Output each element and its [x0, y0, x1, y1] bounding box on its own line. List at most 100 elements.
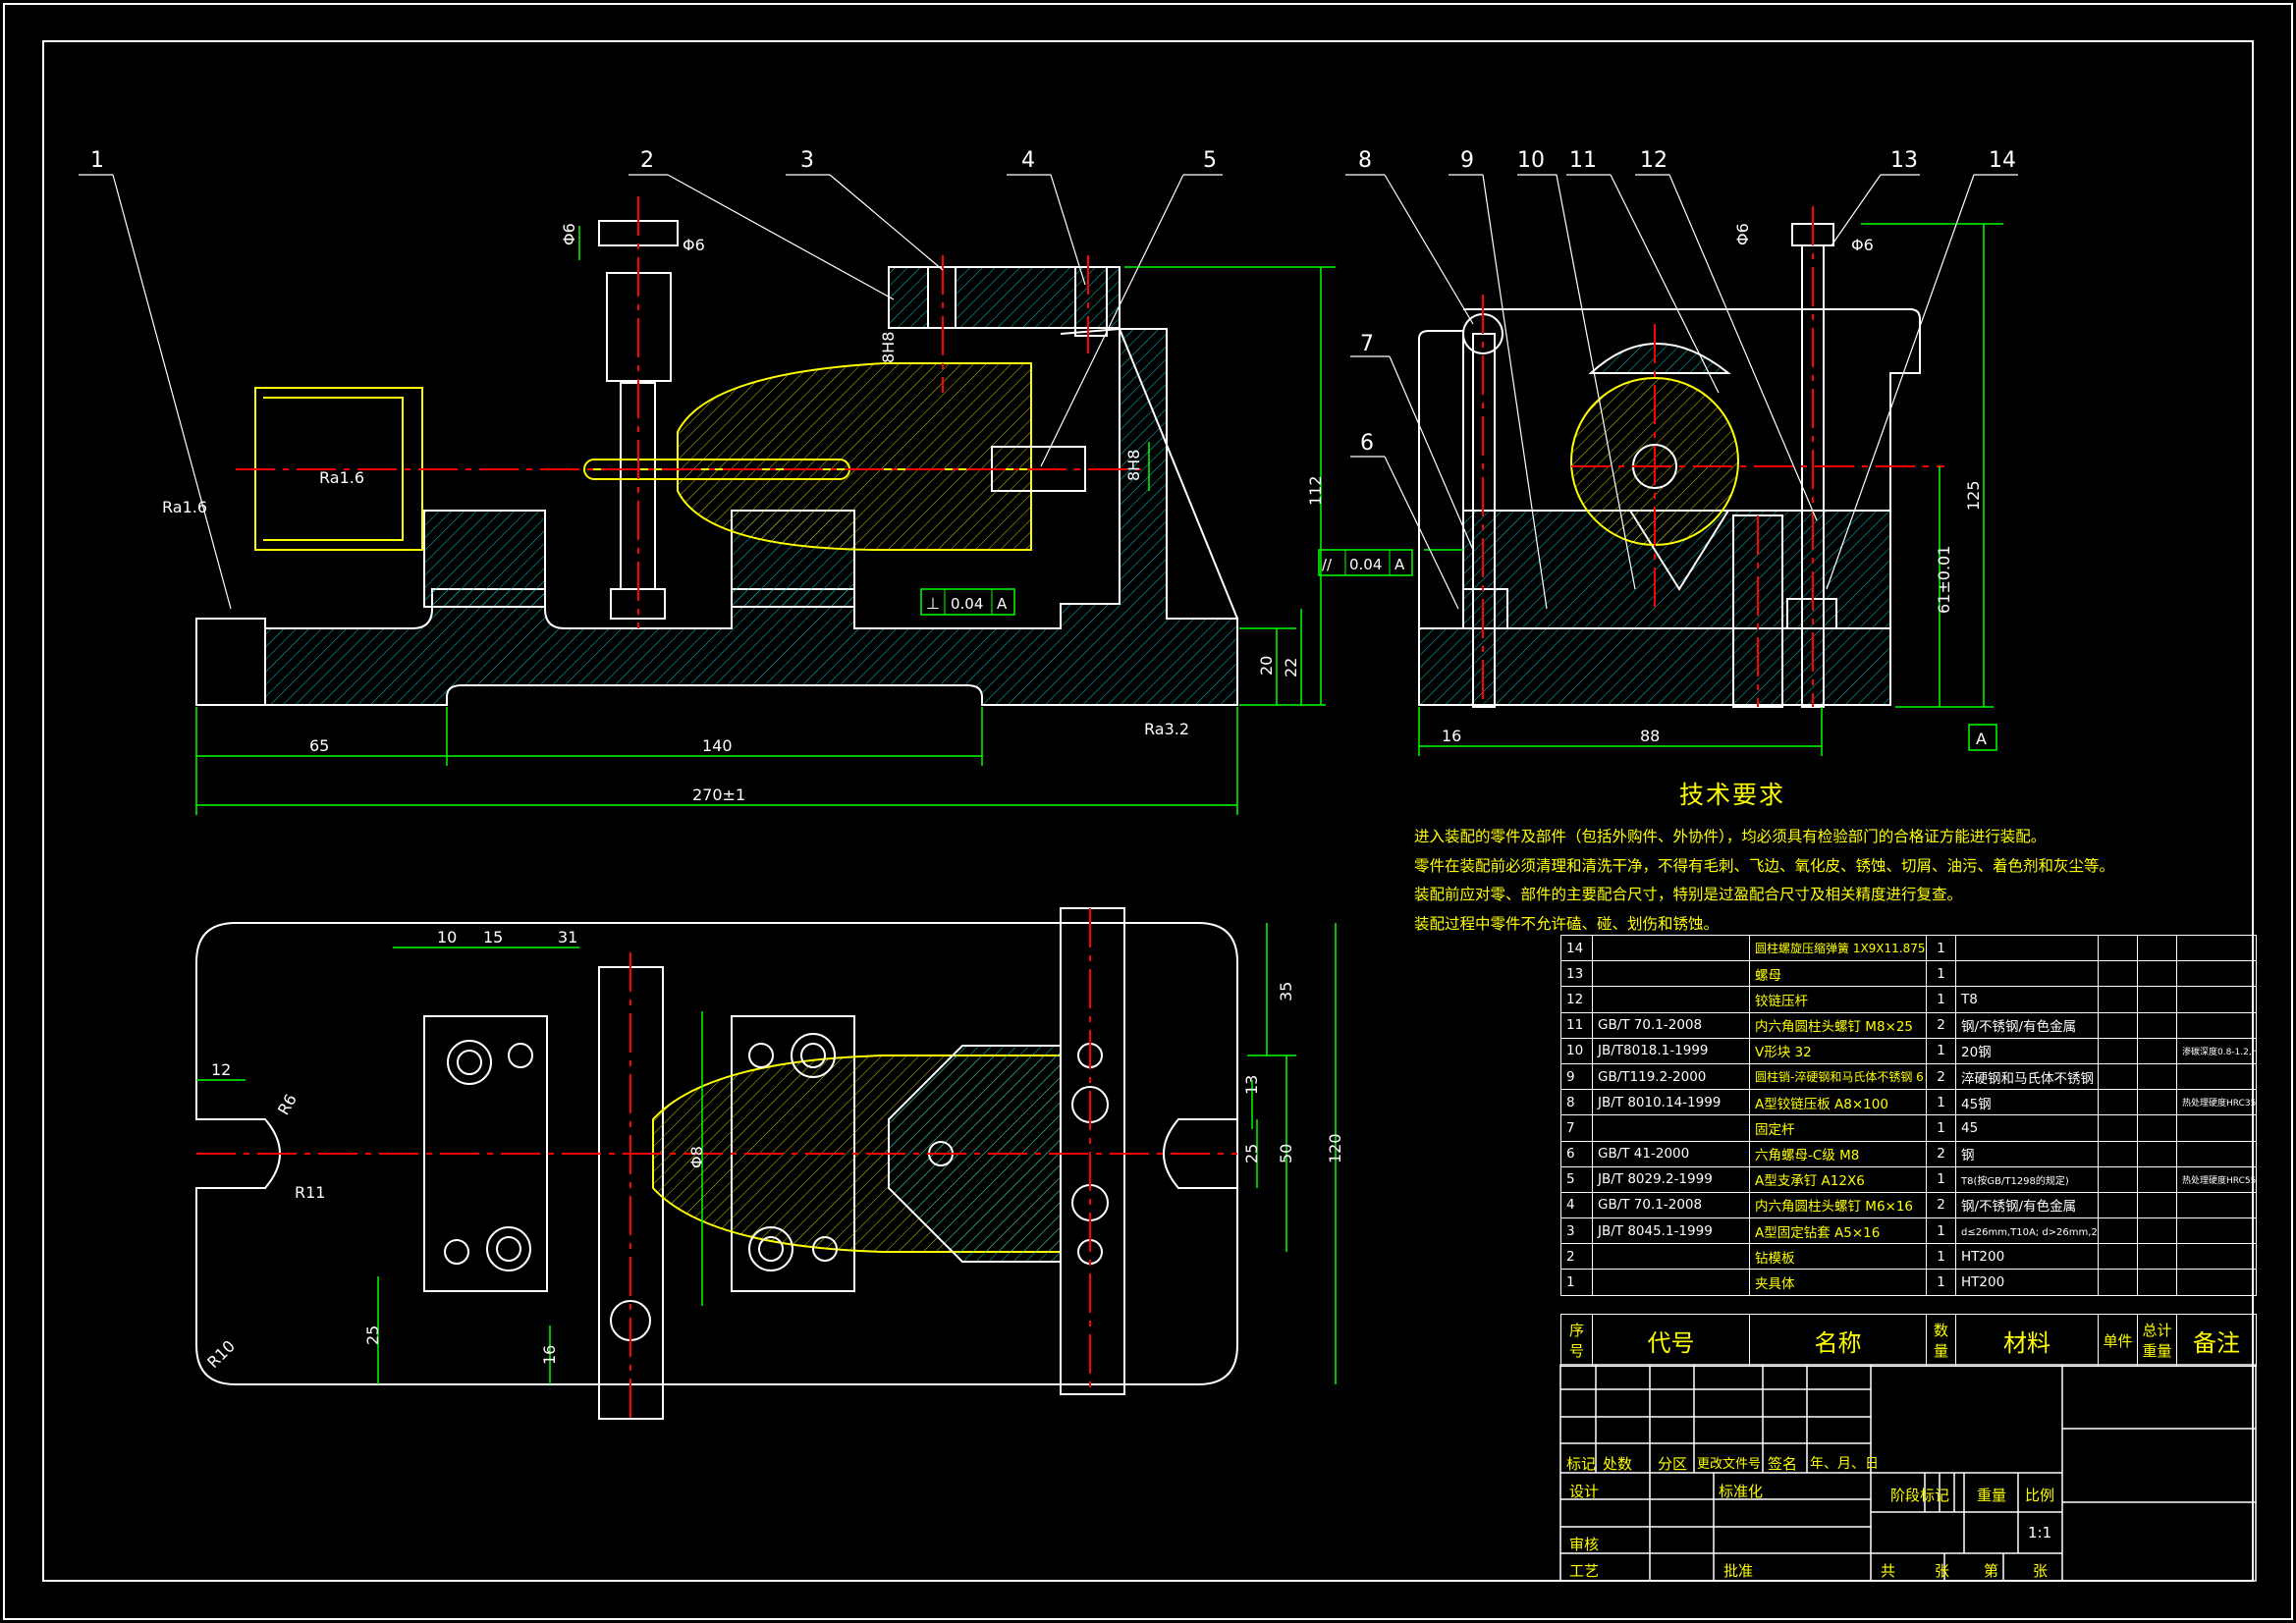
svg-text://: // [1322, 556, 1333, 573]
bom-cell-weight [2098, 1243, 2138, 1271]
top-view-dims [196, 923, 1337, 1384]
bom-cell-name: 夹具体 [1749, 1269, 1927, 1296]
bom-cell-qty: 1 [1926, 1037, 1956, 1064]
bom-h-code: 代号 [1592, 1314, 1750, 1367]
tech-line-2: 零件在装配前必须清理和清洗干净，不得有毛刺、飞边、氧化皮、锈蚀、切屑、油污、着色… [1414, 856, 2115, 875]
bom-cell-no: 4 [1560, 1191, 1593, 1219]
bom-cell-mat: 45 [1955, 1114, 2099, 1142]
front-view-leaders [79, 174, 1223, 610]
dim-25a: 25 [363, 1325, 382, 1345]
bom-cell-weight [2137, 1140, 2177, 1167]
bom-cell-code: GB/T 41-2000 [1592, 1140, 1750, 1167]
dim-r11: R11 [295, 1183, 325, 1202]
bom-cell-qty: 1 [1926, 934, 1956, 962]
dim-25b: 25 [1242, 1144, 1261, 1163]
tb-docno: 更改文件号 [1697, 1457, 1762, 1472]
balloon-12: 12 [1640, 148, 1667, 173]
side-view-dims [1418, 223, 2003, 756]
tb-design: 设计 [1569, 1483, 1600, 1500]
dim-61: 61±0.01 [1935, 546, 1953, 614]
svg-text:0.04: 0.04 [1349, 556, 1382, 573]
svg-text:0.04: 0.04 [951, 595, 983, 613]
balloon-10: 10 [1517, 148, 1545, 173]
bom-cell-weight [2137, 960, 2177, 988]
bom-cell-mat: 钢/不锈钢/有色金属 [1955, 1191, 2099, 1219]
bom-cell-qty: 2 [1926, 1062, 1956, 1091]
tb-date: 年、月、日 [1810, 1456, 1879, 1472]
bom-cell-mat: 20钢 [1955, 1037, 2099, 1064]
balloon-8: 8 [1358, 148, 1372, 173]
bom-cell-weight [2137, 1217, 2177, 1245]
bom-cell-weight [2137, 1165, 2177, 1193]
bom-cell-note [2176, 1011, 2257, 1039]
bom-cell-no: 5 [1560, 1165, 1593, 1193]
bom-cell-note: 热处理硬度HRC35-40 [2176, 1089, 2257, 1116]
tb-std: 标准化 [1719, 1483, 1764, 1500]
side-view [1418, 206, 1944, 708]
bom-cell-weight [2098, 960, 2138, 988]
tb-mark: 标记 [1566, 1455, 1597, 1473]
bom-cell-code: GB/T 70.1-2008 [1592, 1011, 1750, 1039]
dim-12: 12 [211, 1060, 231, 1079]
bom-cell-note: 渗碳深度0.8-1.2,HRC58-64 [2176, 1037, 2257, 1064]
bom-cell-name: 内六角圆柱头螺钉 M8×25 [1749, 1011, 1927, 1039]
bom-cell-code [1592, 934, 1750, 962]
bom-cell-weight [2098, 1062, 2138, 1091]
tech-requirements: 技术要求 进入装配的零件及部件（包括外购件、外协件），均必须具有检验部门的合格证… [1414, 776, 2115, 939]
tb-stage: 阶段标记 [1890, 1487, 1950, 1504]
svg-text:A: A [1394, 556, 1405, 573]
bom-cell-note [2176, 1114, 2257, 1142]
tech-title: 技术要求 [1679, 781, 1786, 809]
balloon-3: 3 [800, 148, 814, 173]
bom-cell-weight [2137, 1011, 2177, 1039]
bom-cell-no: 9 [1560, 1062, 1593, 1091]
dim-phi6a: Φ6 [560, 223, 578, 245]
bom-cell-no: 10 [1560, 1037, 1593, 1064]
bom-h-note: 备注 [2176, 1314, 2257, 1367]
bom-cell-note [2176, 934, 2257, 962]
bom-cell-qty: 1 [1926, 986, 1956, 1013]
bom-cell-qty: 2 [1926, 1191, 1956, 1219]
side-phi6b: Φ6 [1851, 236, 1874, 254]
bom-cell-weight [2098, 1114, 2138, 1142]
bom-cell-weight [2137, 1062, 2177, 1091]
bom-cell-weight [2137, 1114, 2177, 1142]
front-view-dims [195, 226, 1336, 815]
dim-31: 31 [558, 928, 577, 947]
balloon-5: 5 [1203, 148, 1217, 173]
datum-a: A [1976, 730, 1987, 748]
bom-cell-mat: HT200 [1955, 1269, 2099, 1296]
bom-cell-mat: T8 [1955, 986, 2099, 1013]
tb-zone: 分区 [1658, 1455, 1688, 1473]
dim-phi8: Φ8 [687, 1146, 706, 1168]
dim-8h8b: 8H8 [1124, 450, 1143, 481]
bom-cell-note [2176, 1140, 2257, 1167]
dim-22: 22 [1282, 658, 1300, 677]
bom-cell-name: 固定杆 [1749, 1114, 1927, 1142]
bom-cell-mat: 钢 [1955, 1140, 2099, 1167]
tb-scale: 比例 [2025, 1487, 2055, 1504]
rough-2: Ra1.6 [319, 468, 364, 487]
dim-65: 65 [309, 736, 329, 755]
bom-cell-no: 3 [1560, 1217, 1593, 1245]
bom-cell-note [2176, 1269, 2257, 1296]
bom-cell-weight [2098, 1089, 2138, 1116]
balloon-14: 14 [1989, 148, 2016, 173]
dim-16: 16 [1442, 727, 1461, 745]
bom-cell-weight [2137, 1191, 2177, 1219]
bom-cell-mat: T8(按GB/T1298的规定) [1955, 1165, 2099, 1193]
bom-cell-qty: 2 [1926, 1140, 1956, 1167]
bom-cell-weight [2137, 1243, 2177, 1271]
tech-line-4: 装配过程中零件不允许磕、碰、划伤和锈蚀。 [1414, 914, 1720, 933]
bom-cell-weight [2098, 1191, 2138, 1219]
bom-cell-name: 螺母 [1749, 960, 1927, 988]
bom-cell-qty: 2 [1926, 1011, 1956, 1039]
